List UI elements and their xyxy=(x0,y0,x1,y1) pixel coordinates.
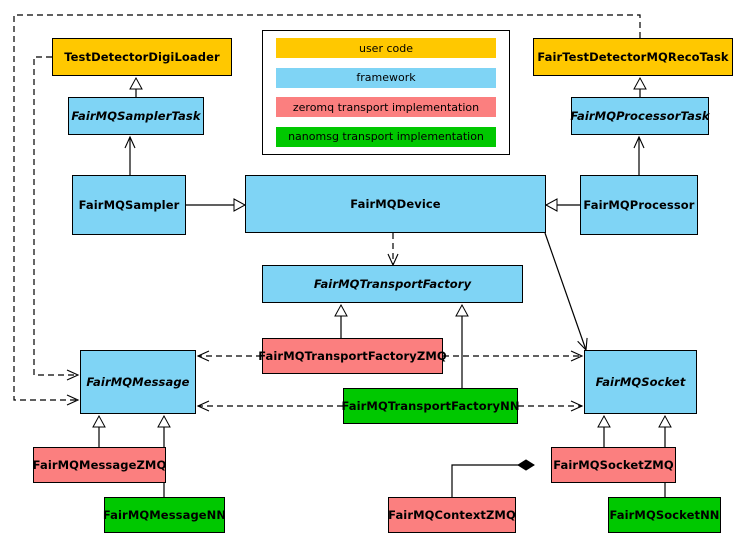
class-box-fair-mq-transport-factory[interactable]: FairMQTransportFactory xyxy=(262,265,523,303)
class-box-fair-test-detector-mq-reco-task[interactable]: FairTestDetectorMQRecoTask xyxy=(533,38,733,76)
class-box-fair-mq-device[interactable]: FairMQDevice xyxy=(245,175,546,233)
class-box-fair-mq-message-nn[interactable]: FairMQMessageNN xyxy=(103,497,226,533)
edge-recotask-message xyxy=(13,14,641,406)
legend-item-framework: framework xyxy=(276,67,496,88)
class-box-fair-mq-socket-nn[interactable]: FairMQSocketNN xyxy=(608,497,721,533)
class-box-fair-mq-sampler[interactable]: FairMQSampler xyxy=(72,175,186,235)
class-box-fair-mq-context-zmq[interactable]: FairMQContextZMQ xyxy=(388,497,516,533)
class-box-fair-mq-sampler-task[interactable]: FairMQSamplerTask xyxy=(68,97,204,135)
class-box-test-detector-digi-loader[interactable]: TestDetectorDigiLoader xyxy=(52,38,232,76)
class-box-fair-mq-transport-factory-zmq[interactable]: FairMQTransportFactoryZMQ xyxy=(258,338,447,374)
class-box-fair-mq-message-zmq[interactable]: FairMQMessageZMQ xyxy=(33,447,166,483)
legend-item-user-code: user code xyxy=(276,38,496,58)
class-box-fair-mq-socket[interactable]: FairMQSocket xyxy=(584,350,697,414)
legend-item-zeromq: zeromq transport implementation xyxy=(276,97,496,118)
legend-panel: user code framework zeromq transport imp… xyxy=(262,30,510,155)
class-box-fair-mq-processor-task[interactable]: FairMQProcessorTask xyxy=(570,97,710,135)
class-box-fair-mq-processor[interactable]: FairMQProcessor xyxy=(580,175,698,235)
edge-socketzmq-contextzmq xyxy=(451,459,535,497)
legend-item-nanomsg: nanomsg transport implementation xyxy=(276,126,496,147)
class-box-fair-mq-socket-zmq[interactable]: FairMQSocketZMQ xyxy=(551,447,676,483)
edge-device-socket xyxy=(544,232,588,352)
class-box-fair-mq-message[interactable]: FairMQMessage xyxy=(80,350,196,414)
class-box-fair-mq-transport-factory-nn[interactable]: FairMQTransportFactoryNN xyxy=(341,388,519,424)
